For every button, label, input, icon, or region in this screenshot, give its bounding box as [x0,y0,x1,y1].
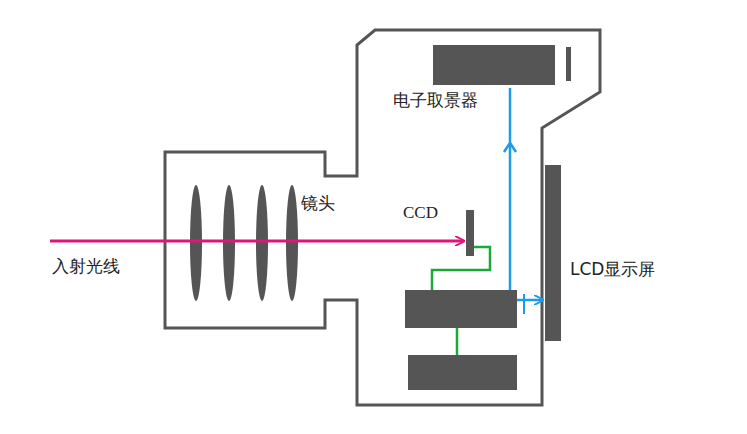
processor-block [405,290,517,328]
signal-wire [432,247,490,290]
viewfinder-block [433,45,555,85]
part-label: CCD [403,203,438,223]
display-signal [509,88,512,290]
display-signal [523,294,525,314]
lens-elements [190,185,298,301]
display-signal [517,299,543,302]
storage-block [408,355,517,390]
signal-wire [456,328,459,355]
part-label: 电子取景器 [393,90,478,110]
incident-light [50,240,464,243]
camera-housing [165,30,600,405]
viewfinder-eyepiece [566,47,571,81]
part-label: 入射光线 [52,256,120,276]
lcd-screen [545,165,561,341]
display-arrowhead [504,143,516,152]
ccd-sensor [466,210,474,256]
part-label: 镜头 [301,193,335,213]
part-label: LCD显示屏 [570,259,655,279]
